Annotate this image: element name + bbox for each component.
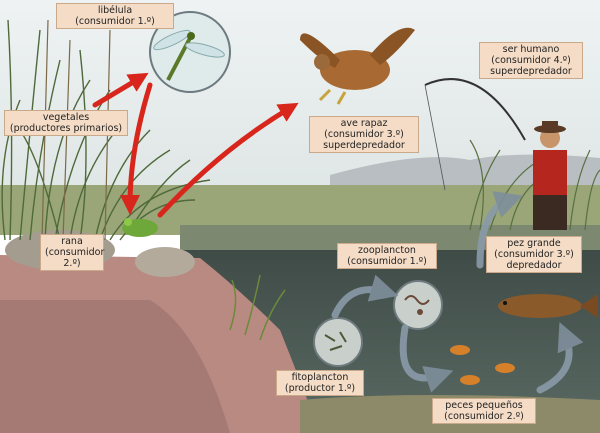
label-dragonfly-role: (consumidor 1.º) (75, 16, 155, 27)
label-human-role: (consumidor 4.º) (491, 55, 571, 66)
label-frog-name: rana (61, 236, 83, 247)
arrow-zoo-to-small-fish (399, 324, 454, 393)
label-phytoplankton: fitoplancton (productor 1.º) (276, 370, 364, 396)
label-large-fish: pez grande (consumidor 3.º) depredador (486, 236, 582, 273)
label-raptor-role: (consumidor 3.º) (324, 129, 404, 140)
aquatic-plants (229, 274, 286, 341)
reeds (1, 19, 211, 241)
label-human-name: ser humano (502, 44, 560, 55)
dragonfly-illustration (153, 29, 225, 81)
label-phytoplankton-role: (productor 1.º) (284, 383, 356, 394)
label-dragonfly: libélula (consumidor 1.º) (56, 3, 174, 29)
label-frog-role: (consumidor (45, 247, 105, 258)
distant-hills (330, 154, 600, 190)
arrow-plants-to-dragonfly (92, 72, 149, 108)
arrow-big-fish-to-human (476, 191, 524, 269)
label-small-fish-role: (consumidor 2.º) (444, 411, 524, 422)
sediment-shadow (0, 300, 230, 433)
label-phytoplankton-name: fitoplancton (291, 372, 349, 383)
label-human: ser humano (consumidor 4.º) superdepreda… (479, 42, 583, 79)
small-fish-group (450, 345, 515, 385)
label-human-extra: superdepredador (490, 66, 572, 77)
label-plants-role: (productores primarios) (9, 123, 123, 134)
label-plants-name: vegetales (42, 112, 90, 123)
label-raptor-extra: superdepredador (323, 140, 405, 151)
rock (135, 247, 195, 277)
label-dragonfly-name: libélula (97, 5, 133, 16)
label-large-fish-extra: depredador (506, 260, 562, 271)
zooplankton-bubble (393, 280, 443, 330)
label-raptor: ave rapaz (consumidor 3.º) superdepredad… (309, 116, 419, 153)
trophic-arrows (92, 72, 299, 218)
label-small-fish: peces pequeños (consumidor 2.º) (432, 398, 536, 424)
arrow-phyto-to-zoo (331, 274, 399, 319)
label-zooplankton-name: zooplancton (358, 245, 416, 256)
arrow-frog-to-raptor (157, 102, 299, 218)
raptor-illustration (300, 27, 415, 105)
arrow-small-fish-to-big-fish (536, 322, 584, 394)
arrow-dragonfly-to-frog (120, 82, 153, 215)
label-large-fish-name: pez grande (507, 238, 561, 249)
label-frog-role2: 2.º) (63, 258, 81, 269)
label-plants: vegetales (productores primarios) (4, 110, 128, 136)
label-zooplankton-role: (consumidor 1.º) (347, 256, 427, 267)
label-frog: rana (consumidor 2.º) (40, 234, 104, 271)
label-large-fish-role: (consumidor 3.º) (494, 249, 574, 260)
phytoplankton-bubble (313, 317, 363, 367)
label-small-fish-name: peces pequeños (445, 400, 523, 411)
frog-illustration (122, 218, 158, 237)
aquatic-arrows (331, 191, 584, 394)
label-raptor-name: ave rapaz (340, 118, 388, 129)
fisherman-illustration (424, 78, 567, 230)
label-zooplankton: zooplancton (consumidor 1.º) (337, 243, 437, 269)
large-fish-illustration (498, 294, 598, 318)
